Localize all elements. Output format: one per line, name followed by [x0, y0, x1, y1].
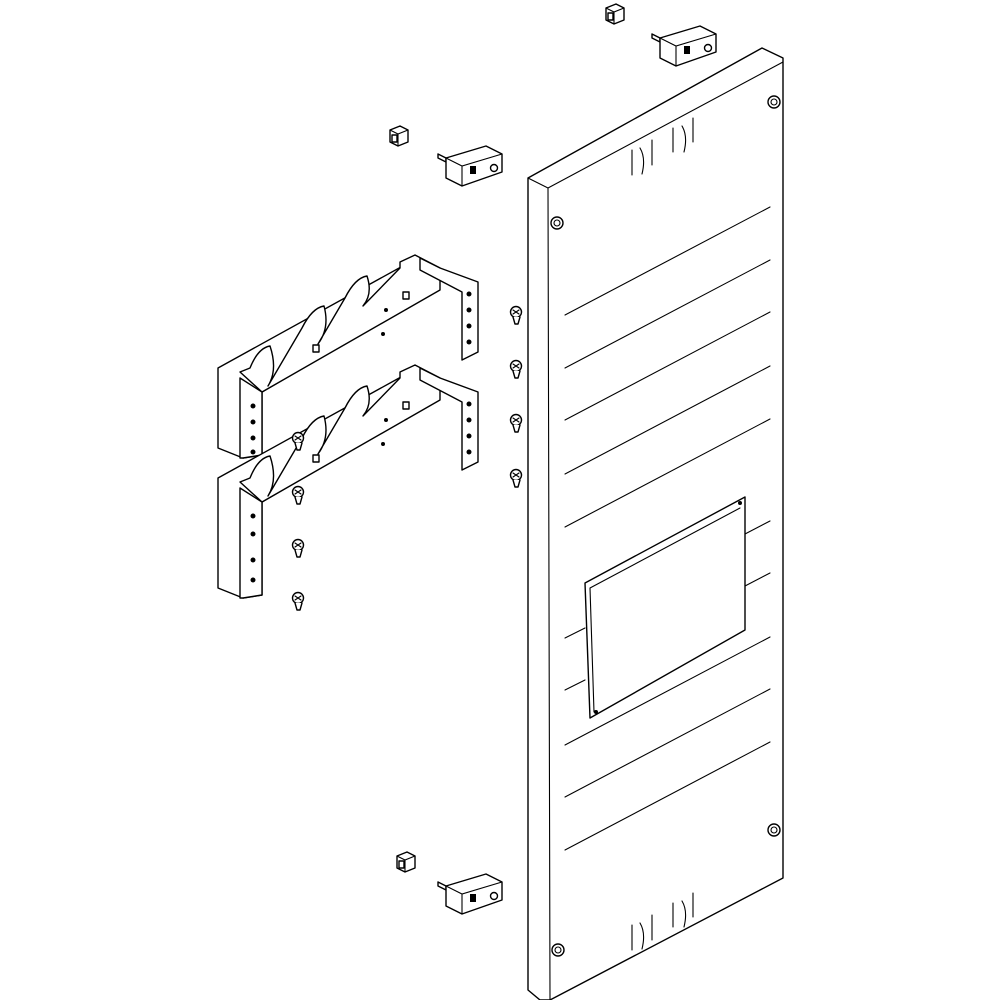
screw-icon	[291, 591, 305, 611]
panel-screw-icon	[551, 943, 565, 957]
screw-icon	[291, 538, 305, 558]
panel-front-edge	[527, 61, 784, 1000]
mounting-bracket-lower	[217, 364, 479, 599]
mounting-bracket-upper	[217, 254, 479, 459]
panel-outline	[527, 47, 784, 1000]
nut-clip-icon	[389, 125, 409, 147]
hinge-connector-icon	[437, 145, 503, 187]
top-slot	[631, 117, 694, 176]
cover-panel	[527, 47, 784, 1000]
screw-icon	[509, 359, 523, 379]
nut-clip-icon	[605, 3, 625, 25]
panel-screw-icon	[767, 823, 781, 837]
nut-clip-icon	[396, 851, 416, 873]
panel-window	[584, 496, 746, 719]
screw-icon	[509, 305, 523, 325]
screw-icon	[509, 468, 523, 488]
screw-icon	[291, 485, 305, 505]
panel-screw-icon	[550, 216, 564, 230]
hinge-connector-icon	[437, 873, 503, 915]
panel-divider-lines	[564, 206, 771, 851]
screw-icon	[509, 413, 523, 433]
panel-screw-icon	[767, 95, 781, 109]
hinge-connector-icon	[651, 25, 717, 67]
bottom-slot	[631, 892, 694, 951]
